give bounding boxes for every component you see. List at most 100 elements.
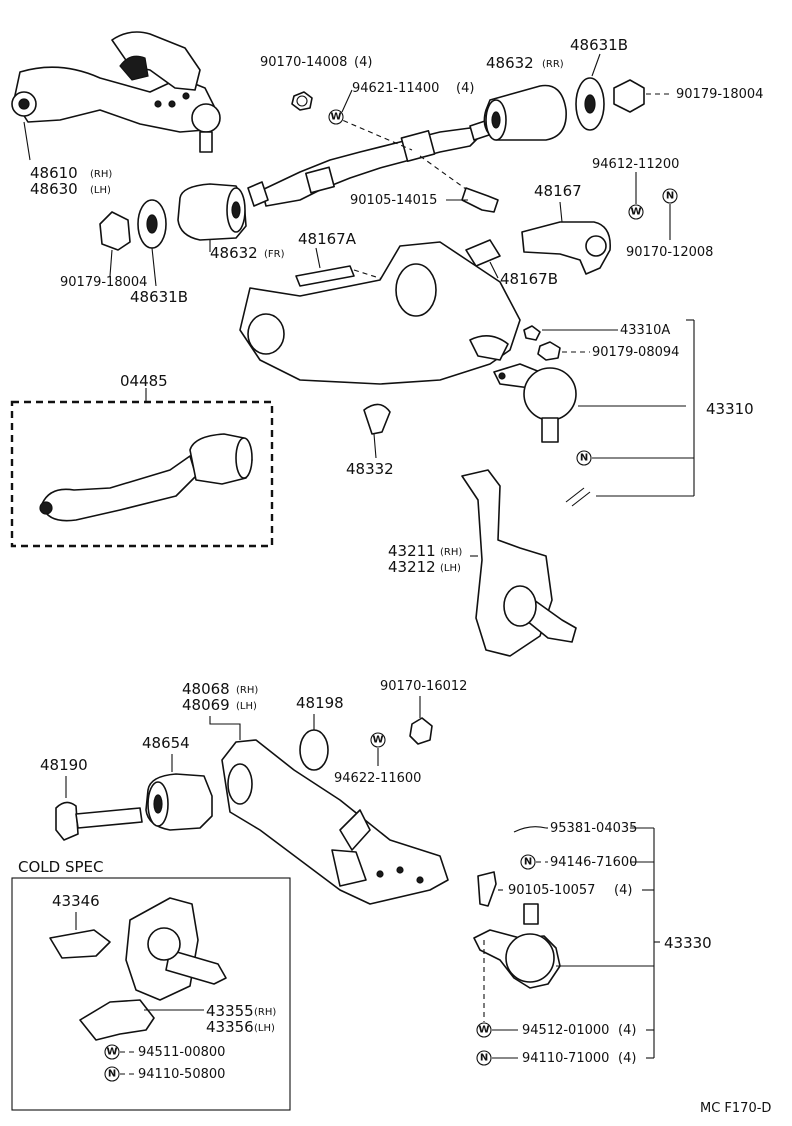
label-48632-rr-suffix: (RR) <box>542 59 564 70</box>
label-48631b-fr: 48631B <box>130 288 188 306</box>
upper-arm-body-drawing <box>239 241 521 385</box>
label-90179-18004-rr: 90179-18004 <box>676 87 763 102</box>
label-94511-00800: 94511-00800 <box>138 1045 225 1060</box>
washer-symbol-94612: W <box>630 207 641 218</box>
label-90170-12008: 90170-12008 <box>626 245 713 260</box>
washer-symbol-94622: W <box>372 735 383 746</box>
label-90170-14008-qty: (4) <box>354 55 372 70</box>
label-48167b: 48167B <box>500 270 558 288</box>
label-48167: 48167 <box>534 182 582 200</box>
label-43212: 43212 <box>388 558 436 576</box>
nut-90179-08094 <box>537 341 561 361</box>
label-43356: 43356 <box>206 1018 254 1036</box>
label-43310a: 43310A <box>620 323 670 338</box>
label-48198: 48198 <box>296 694 344 712</box>
label-43356-lh: (LH) <box>254 1023 275 1034</box>
cold-spec-box <box>11 877 291 1111</box>
label-48069-lh: (LH) <box>236 701 257 712</box>
nut-90179-18004-rr <box>613 79 645 113</box>
label-48069: 48069 <box>182 696 230 714</box>
bolt-43310a <box>523 325 541 341</box>
nut-symbol-94146: N <box>524 857 532 868</box>
nut-90179-18004-fr <box>99 211 131 251</box>
label-95381-04035: 95381-04035 <box>550 821 637 836</box>
washer-symbol-94511: W <box>106 1047 117 1058</box>
label-43211: 43211 <box>388 542 436 560</box>
label-48068: 48068 <box>182 680 230 698</box>
label-48167a: 48167A <box>298 230 357 248</box>
ball-joint-43310-drawing <box>493 363 577 443</box>
bushing-48654-drawing <box>145 773 213 831</box>
pin-48167b <box>465 239 501 267</box>
bolt-48167a <box>295 265 355 287</box>
label-94110-50800: 94110-50800 <box>138 1067 225 1082</box>
bolt-90105-10057 <box>477 871 497 907</box>
nut-icon-94146 <box>520 854 536 870</box>
collar-nut-90170-14008 <box>291 91 313 111</box>
label-48332: 48332 <box>346 460 394 478</box>
label-90179-08094: 90179-08094 <box>592 345 679 360</box>
washer-icon <box>328 109 344 125</box>
washer-icon-94512 <box>476 1022 492 1038</box>
bushing-48632-rr-drawing <box>483 84 567 141</box>
label-94512-01000-qty: (4) <box>618 1023 636 1038</box>
kit-04485-drawing <box>39 433 253 522</box>
washer-icon-94622 <box>370 732 386 748</box>
label-94621-11400: 94621-11400 <box>352 81 439 96</box>
label-94612-11200: 94612-11200 <box>592 157 679 172</box>
label-94622-11600: 94622-11600 <box>334 771 421 786</box>
cam-bolt-48190-drawing <box>55 801 143 841</box>
label-90105-10057: 90105-10057 <box>508 883 595 898</box>
label-43346: 43346 <box>52 892 100 910</box>
diagram-code: MC F170-D <box>700 1101 771 1116</box>
nut-icon-94110-71000 <box>476 1050 492 1066</box>
plate-43355 <box>79 999 155 1041</box>
label-48630: 48630 <box>30 180 78 198</box>
label-04485: 04485 <box>120 372 168 390</box>
label-43211-rh: (RH) <box>440 547 462 558</box>
washer-symbol: W <box>330 112 341 123</box>
nut-icon-90170-12008 <box>662 188 678 204</box>
label-48190: 48190 <box>40 756 88 774</box>
section-label-cold-spec: COLD SPEC <box>18 858 103 876</box>
nut-icon-43310 <box>576 450 592 466</box>
bracket-48167-drawing <box>521 221 611 275</box>
label-90105-10057-qty: (4) <box>614 883 632 898</box>
label-43212-lh: (LH) <box>440 563 461 574</box>
label-48632-fr: 48632 <box>210 244 258 262</box>
washer-icon-94612 <box>628 204 644 220</box>
label-48632-fr-suffix: (FR) <box>264 249 285 260</box>
nut-symbol-94110-71000: N <box>480 1053 488 1064</box>
steering-knuckle-43211-drawing <box>461 469 577 657</box>
upper-arm-shaft-drawing <box>247 119 493 207</box>
nut-90170-16012 <box>409 717 433 745</box>
label-48630-lh: (LH) <box>90 185 111 196</box>
label-94621-11400-qty: (4) <box>456 81 474 96</box>
label-94512-01000: 94512-01000 <box>522 1023 609 1038</box>
label-90105-14015: 90105-14015 <box>350 193 437 208</box>
washer-symbol-94512: W <box>478 1025 489 1036</box>
label-43355: 43355 <box>206 1002 254 1020</box>
label-48610-rh: (RH) <box>90 169 112 180</box>
label-43310: 43310 <box>706 400 754 418</box>
label-43355-rh: (RH) <box>254 1007 276 1018</box>
label-48631b-rr: 48631B <box>570 36 628 54</box>
washer-icon-94511 <box>104 1044 120 1060</box>
kit-04485-box <box>10 400 274 548</box>
bump-stopper-48332 <box>363 403 391 435</box>
plate-43346 <box>49 929 111 959</box>
label-48632-rr: 48632 <box>486 54 534 72</box>
label-43330: 43330 <box>664 934 712 952</box>
label-90170-14008: 90170-14008 <box>260 55 347 70</box>
lower-arm-body-drawing <box>221 739 449 905</box>
nut-symbol-94110-50800: N <box>108 1069 116 1080</box>
label-48068-rh: (RH) <box>236 685 258 696</box>
label-94110-71000-qty: (4) <box>618 1051 636 1066</box>
label-94146-71600: 94146-71600 <box>550 855 637 870</box>
label-94110-71000: 94110-71000 <box>522 1051 609 1066</box>
knuckle-cold-spec-drawing <box>125 897 227 1001</box>
washer-48198 <box>299 729 329 771</box>
nut-symbol-90170-12008: N <box>666 191 674 202</box>
label-48610: 48610 <box>30 164 78 182</box>
